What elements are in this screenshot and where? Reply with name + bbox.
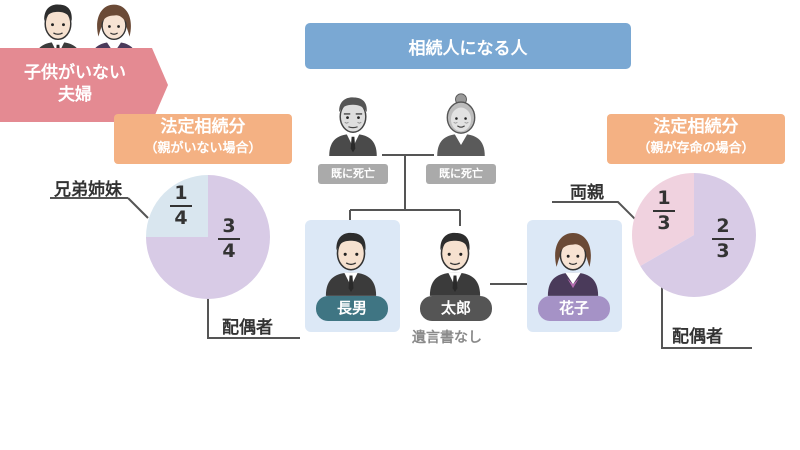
left-spouse-label: 配偶者 — [222, 313, 273, 338]
grandmother-icon — [433, 92, 489, 156]
right-spouse-denominator: 3 — [716, 240, 730, 262]
ribbon-line-2: 夫婦 — [58, 85, 92, 105]
left-share-pie — [146, 175, 270, 299]
ribbon-label: 子供がいない 夫婦 — [10, 62, 140, 106]
hanako-name: 花子 — [558, 299, 589, 317]
right-share-pie — [631, 173, 756, 297]
left-siblings-label: 兄弟姉妹 — [54, 175, 122, 200]
left-spouse-denominator: 4 — [222, 240, 236, 262]
right-pie-slice-parents — [631, 173, 694, 266]
no-will-text: 遺言書なし — [412, 330, 482, 346]
right-share-title: 法定相続分 — [653, 117, 739, 137]
right-pie-slice-spouse — [640, 173, 756, 297]
taro-name-pill: 太郎 — [420, 296, 492, 321]
left-spouse-numerator: 3 — [222, 215, 236, 237]
left-share-subtitle: （親がいない場合） — [144, 141, 262, 156]
taro-icon — [426, 228, 484, 296]
right-spouse-fraction: 2 3 — [712, 216, 734, 262]
right-parents-denominator: 3 — [657, 212, 671, 234]
son-name-pill: 長男 — [316, 296, 388, 321]
grandfather-icon — [325, 92, 381, 156]
hanako-icon — [544, 228, 602, 296]
grandmother-deceased-tag: 既に死亡 — [426, 164, 496, 184]
left-siblings-denominator: 4 — [174, 207, 188, 229]
hanako-name-pill: 花子 — [538, 296, 610, 321]
right-spouse-label-text: 配偶者 — [672, 327, 723, 347]
right-spouse-label: 配偶者 — [672, 322, 723, 347]
category-ribbon — [0, 48, 168, 122]
left-pie-slice-spouse — [146, 175, 270, 299]
right-share-subtitle: （親が存命の場合） — [637, 141, 755, 156]
page-title: 相続人になる人 — [305, 23, 631, 69]
left-siblings-label-text: 兄弟姉妹 — [54, 180, 122, 200]
left-siblings-numerator: 1 — [174, 182, 188, 204]
right-parents-label-text: 両親 — [570, 183, 604, 203]
left-siblings-fraction: 1 4 — [170, 183, 192, 229]
right-spouse-numerator: 2 — [716, 215, 730, 237]
son-icon — [322, 228, 380, 296]
left-share-title: 法定相続分 — [160, 117, 246, 137]
right-share-header: 法定相続分 （親が存命の場合） — [607, 114, 785, 164]
right-parents-fraction: 1 3 — [653, 188, 675, 234]
grandfather-tag-text: 既に死亡 — [331, 167, 375, 180]
right-parents-label: 両親 — [570, 178, 604, 203]
no-will-note: 遺言書なし — [412, 327, 482, 347]
left-share-header: 法定相続分 （親がいない場合） — [114, 114, 292, 164]
right-parents-numerator: 1 — [657, 187, 671, 209]
left-spouse-fraction: 3 4 — [218, 216, 240, 262]
son-name: 長男 — [336, 299, 367, 317]
grandmother-tag-text: 既に死亡 — [439, 167, 483, 180]
page-title-text: 相続人になる人 — [408, 38, 528, 59]
left-spouse-label-text: 配偶者 — [222, 318, 273, 338]
grandfather-deceased-tag: 既に死亡 — [318, 164, 388, 184]
ribbon-line-1: 子供がいない — [24, 63, 126, 83]
taro-name: 太郎 — [440, 299, 471, 317]
